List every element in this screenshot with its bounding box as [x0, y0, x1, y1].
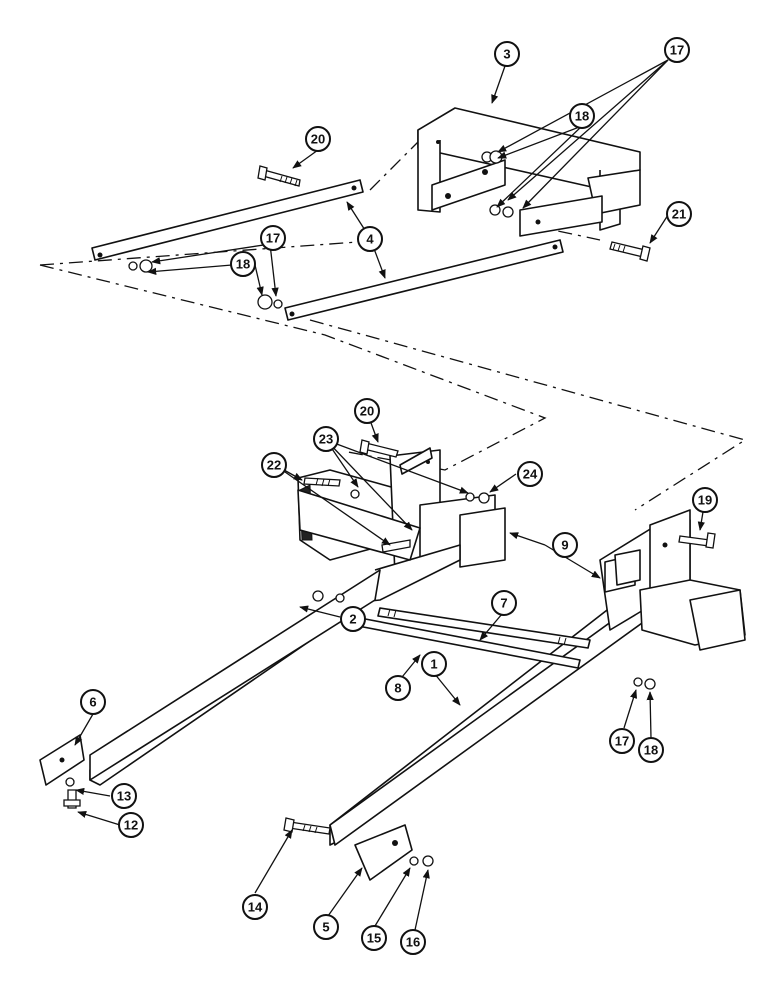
- callout-17-mid: 17: [260, 225, 286, 251]
- callout-18-top: 18: [569, 103, 595, 129]
- callout-3: 3: [494, 41, 520, 67]
- svg-text:15: 15: [367, 931, 381, 946]
- bracket-part-6: [39, 734, 85, 786]
- svg-text:8: 8: [394, 681, 401, 696]
- svg-text:18: 18: [644, 743, 658, 758]
- callout-4: 4: [357, 226, 383, 252]
- svg-text:22: 22: [267, 458, 281, 473]
- svg-text:12: 12: [124, 818, 138, 833]
- callout-21: 21: [666, 201, 692, 227]
- callout-24: 24: [517, 461, 543, 487]
- svg-text:6: 6: [89, 695, 96, 710]
- svg-text:17: 17: [670, 43, 684, 58]
- callout-20-top: 20: [305, 126, 331, 152]
- bracket-part-5: [354, 824, 413, 881]
- strap-hardware: [128, 259, 283, 310]
- callout-17-top: 17: [664, 37, 690, 63]
- svg-text:4: 4: [366, 232, 374, 247]
- callout-19: 19: [692, 487, 718, 513]
- callouts: 3 17 18 20 21 4 17 18 20 23 22 24 19 9 7…: [80, 37, 718, 955]
- svg-text:5: 5: [322, 920, 329, 935]
- svg-text:3: 3: [503, 47, 510, 62]
- callout-17-lower: 17: [609, 728, 635, 754]
- callout-18-mid: 18: [230, 251, 256, 277]
- svg-text:20: 20: [311, 132, 325, 147]
- svg-text:24: 24: [523, 467, 538, 482]
- bolt-21: [609, 241, 651, 262]
- callout-15: 15: [361, 925, 387, 951]
- callout-18-lower: 18: [638, 737, 664, 763]
- svg-text:23: 23: [319, 432, 333, 447]
- svg-text:9: 9: [561, 538, 568, 553]
- svg-text:1: 1: [430, 657, 437, 672]
- strap-parts-4: [91, 179, 564, 321]
- svg-text:2: 2: [349, 612, 356, 627]
- svg-text:18: 18: [575, 109, 589, 124]
- svg-text:17: 17: [266, 231, 280, 246]
- svg-text:17: 17: [615, 734, 629, 749]
- svg-text:21: 21: [672, 207, 686, 222]
- callout-9: 9: [552, 532, 578, 558]
- callout-1: 1: [421, 651, 447, 677]
- upper-bracket-part-3: [417, 107, 641, 237]
- svg-text:20: 20: [360, 404, 374, 419]
- callout-22: 22: [261, 452, 287, 478]
- lower-hardware: [63, 439, 716, 867]
- callout-5: 5: [313, 914, 339, 940]
- svg-text:13: 13: [117, 789, 131, 804]
- callout-2: 2: [340, 606, 366, 632]
- bolt-20-upper: [257, 165, 301, 187]
- svg-text:18: 18: [236, 257, 250, 272]
- svg-text:16: 16: [406, 935, 420, 950]
- callout-23: 23: [313, 426, 339, 452]
- callout-6: 6: [80, 689, 106, 715]
- callout-20-lower: 20: [354, 398, 380, 424]
- callout-12: 12: [118, 812, 144, 838]
- svg-text:19: 19: [698, 493, 712, 508]
- callout-16: 16: [400, 929, 426, 955]
- svg-text:14: 14: [248, 900, 263, 915]
- main-frame: [89, 447, 746, 846]
- callout-7: 7: [491, 590, 517, 616]
- callout-8: 8: [385, 675, 411, 701]
- callout-14: 14: [242, 894, 268, 920]
- svg-text:7: 7: [500, 596, 507, 611]
- callout-13: 13: [111, 783, 137, 809]
